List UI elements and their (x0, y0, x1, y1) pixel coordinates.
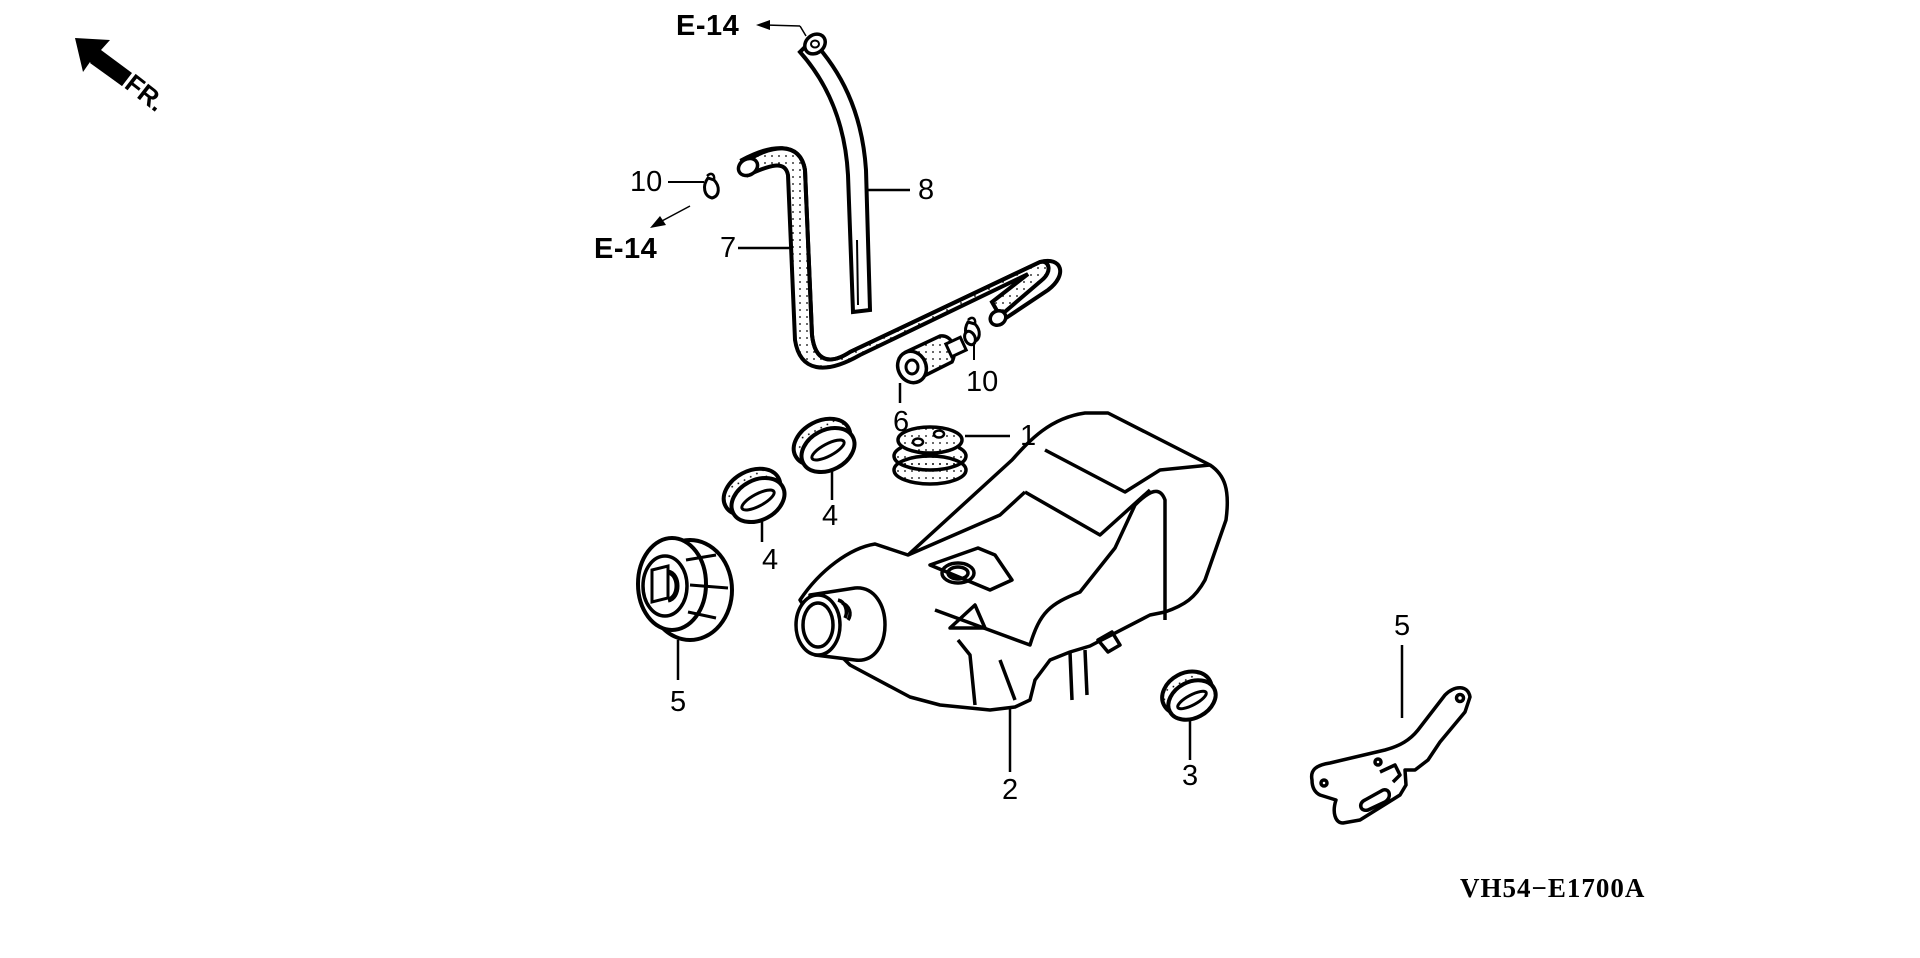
reference-arrow-top (756, 20, 807, 37)
grommet-joint-1[interactable] (892, 425, 968, 486)
fuel-cap-6[interactable] (636, 536, 734, 642)
callout-9[interactable]: 8 (918, 174, 935, 206)
fuel-tube-9[interactable] (797, 30, 873, 315)
reference-arrow-left (650, 205, 691, 228)
fuel-strainer-7[interactable] (893, 329, 978, 388)
fuel-tank-2[interactable] (794, 411, 1230, 712)
diagram-code: VH54−E1700A (1460, 873, 1646, 903)
reference-link-e14-top[interactable]: E-14 (676, 10, 740, 42)
callout-6[interactable]: 5 (670, 686, 687, 718)
bracket-5[interactable] (1309, 686, 1472, 825)
grommet-4-right[interactable] (786, 409, 862, 480)
grommet-3[interactable] (1155, 663, 1223, 727)
callout-4-left[interactable]: 4 (762, 544, 779, 576)
callout-10-lower[interactable]: 10 (966, 366, 999, 398)
fuel-tube-8[interactable] (735, 146, 1063, 370)
callout-2[interactable]: 2 (1002, 774, 1019, 806)
callout-7[interactable]: 6 (893, 406, 910, 438)
callout-3[interactable]: 3 (1182, 760, 1199, 792)
grommet-4-left[interactable] (716, 459, 792, 530)
callout-4-right[interactable]: 4 (822, 500, 839, 532)
front-direction-arrow-icon (75, 38, 132, 86)
callout-8[interactable]: 7 (720, 232, 737, 264)
tube-clip-10-upper[interactable] (703, 172, 720, 200)
callout-10-upper[interactable]: 10 (630, 166, 663, 198)
reference-link-e14-left[interactable]: E-14 (594, 233, 658, 265)
callout-1[interactable]: 1 (1020, 420, 1037, 452)
callout-5[interactable]: 5 (1394, 610, 1411, 642)
